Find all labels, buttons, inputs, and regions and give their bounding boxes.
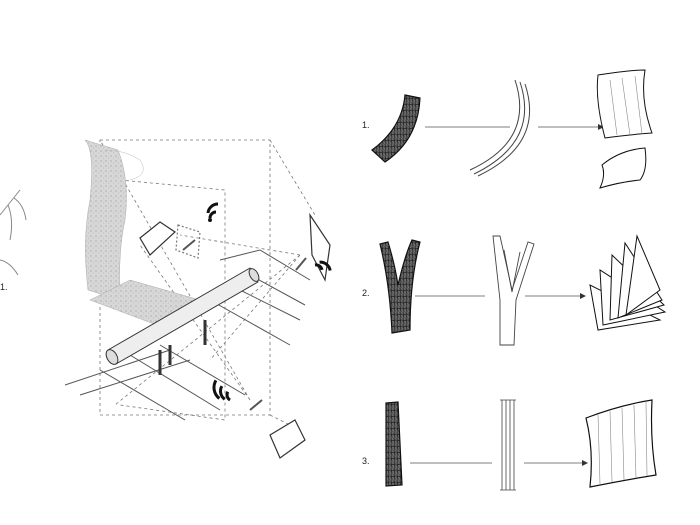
point-cloud-tree (84, 139, 201, 331)
wifi-signal-icon (212, 379, 231, 402)
step-2-row (379, 234, 667, 346)
step-1-raw-branch (371, 94, 421, 163)
scanner-panel-right (295, 212, 331, 282)
step-2-scanned-branch (492, 235, 535, 346)
step-3-label: 3. (362, 456, 370, 466)
wifi-signal-icon (206, 202, 219, 222)
step-1-row (371, 69, 653, 189)
scan-frustum (99, 139, 316, 431)
step-2-raw-branch (379, 239, 421, 334)
ground-rails (64, 249, 311, 421)
step-1-panels (596, 69, 653, 189)
scan-scene (64, 139, 332, 459)
log-on-trestle (105, 267, 260, 375)
step-2-panels (589, 234, 667, 331)
scanner-panel-bottom (249, 399, 306, 459)
step-1-label: 1. (362, 120, 370, 130)
step-3-panel (585, 399, 657, 488)
step-2-label: 2. (362, 288, 370, 298)
step-3-raw-log (385, 401, 403, 487)
left-cut-label: 1. (0, 282, 8, 292)
step-3-scanned-log (500, 399, 516, 491)
step-3-row (385, 399, 657, 491)
edge-tree-sketch (0, 189, 27, 276)
step-1-scanned-branch (469, 79, 531, 177)
wifi-signal-icon (314, 260, 332, 271)
scanner-panel-top (139, 221, 201, 259)
